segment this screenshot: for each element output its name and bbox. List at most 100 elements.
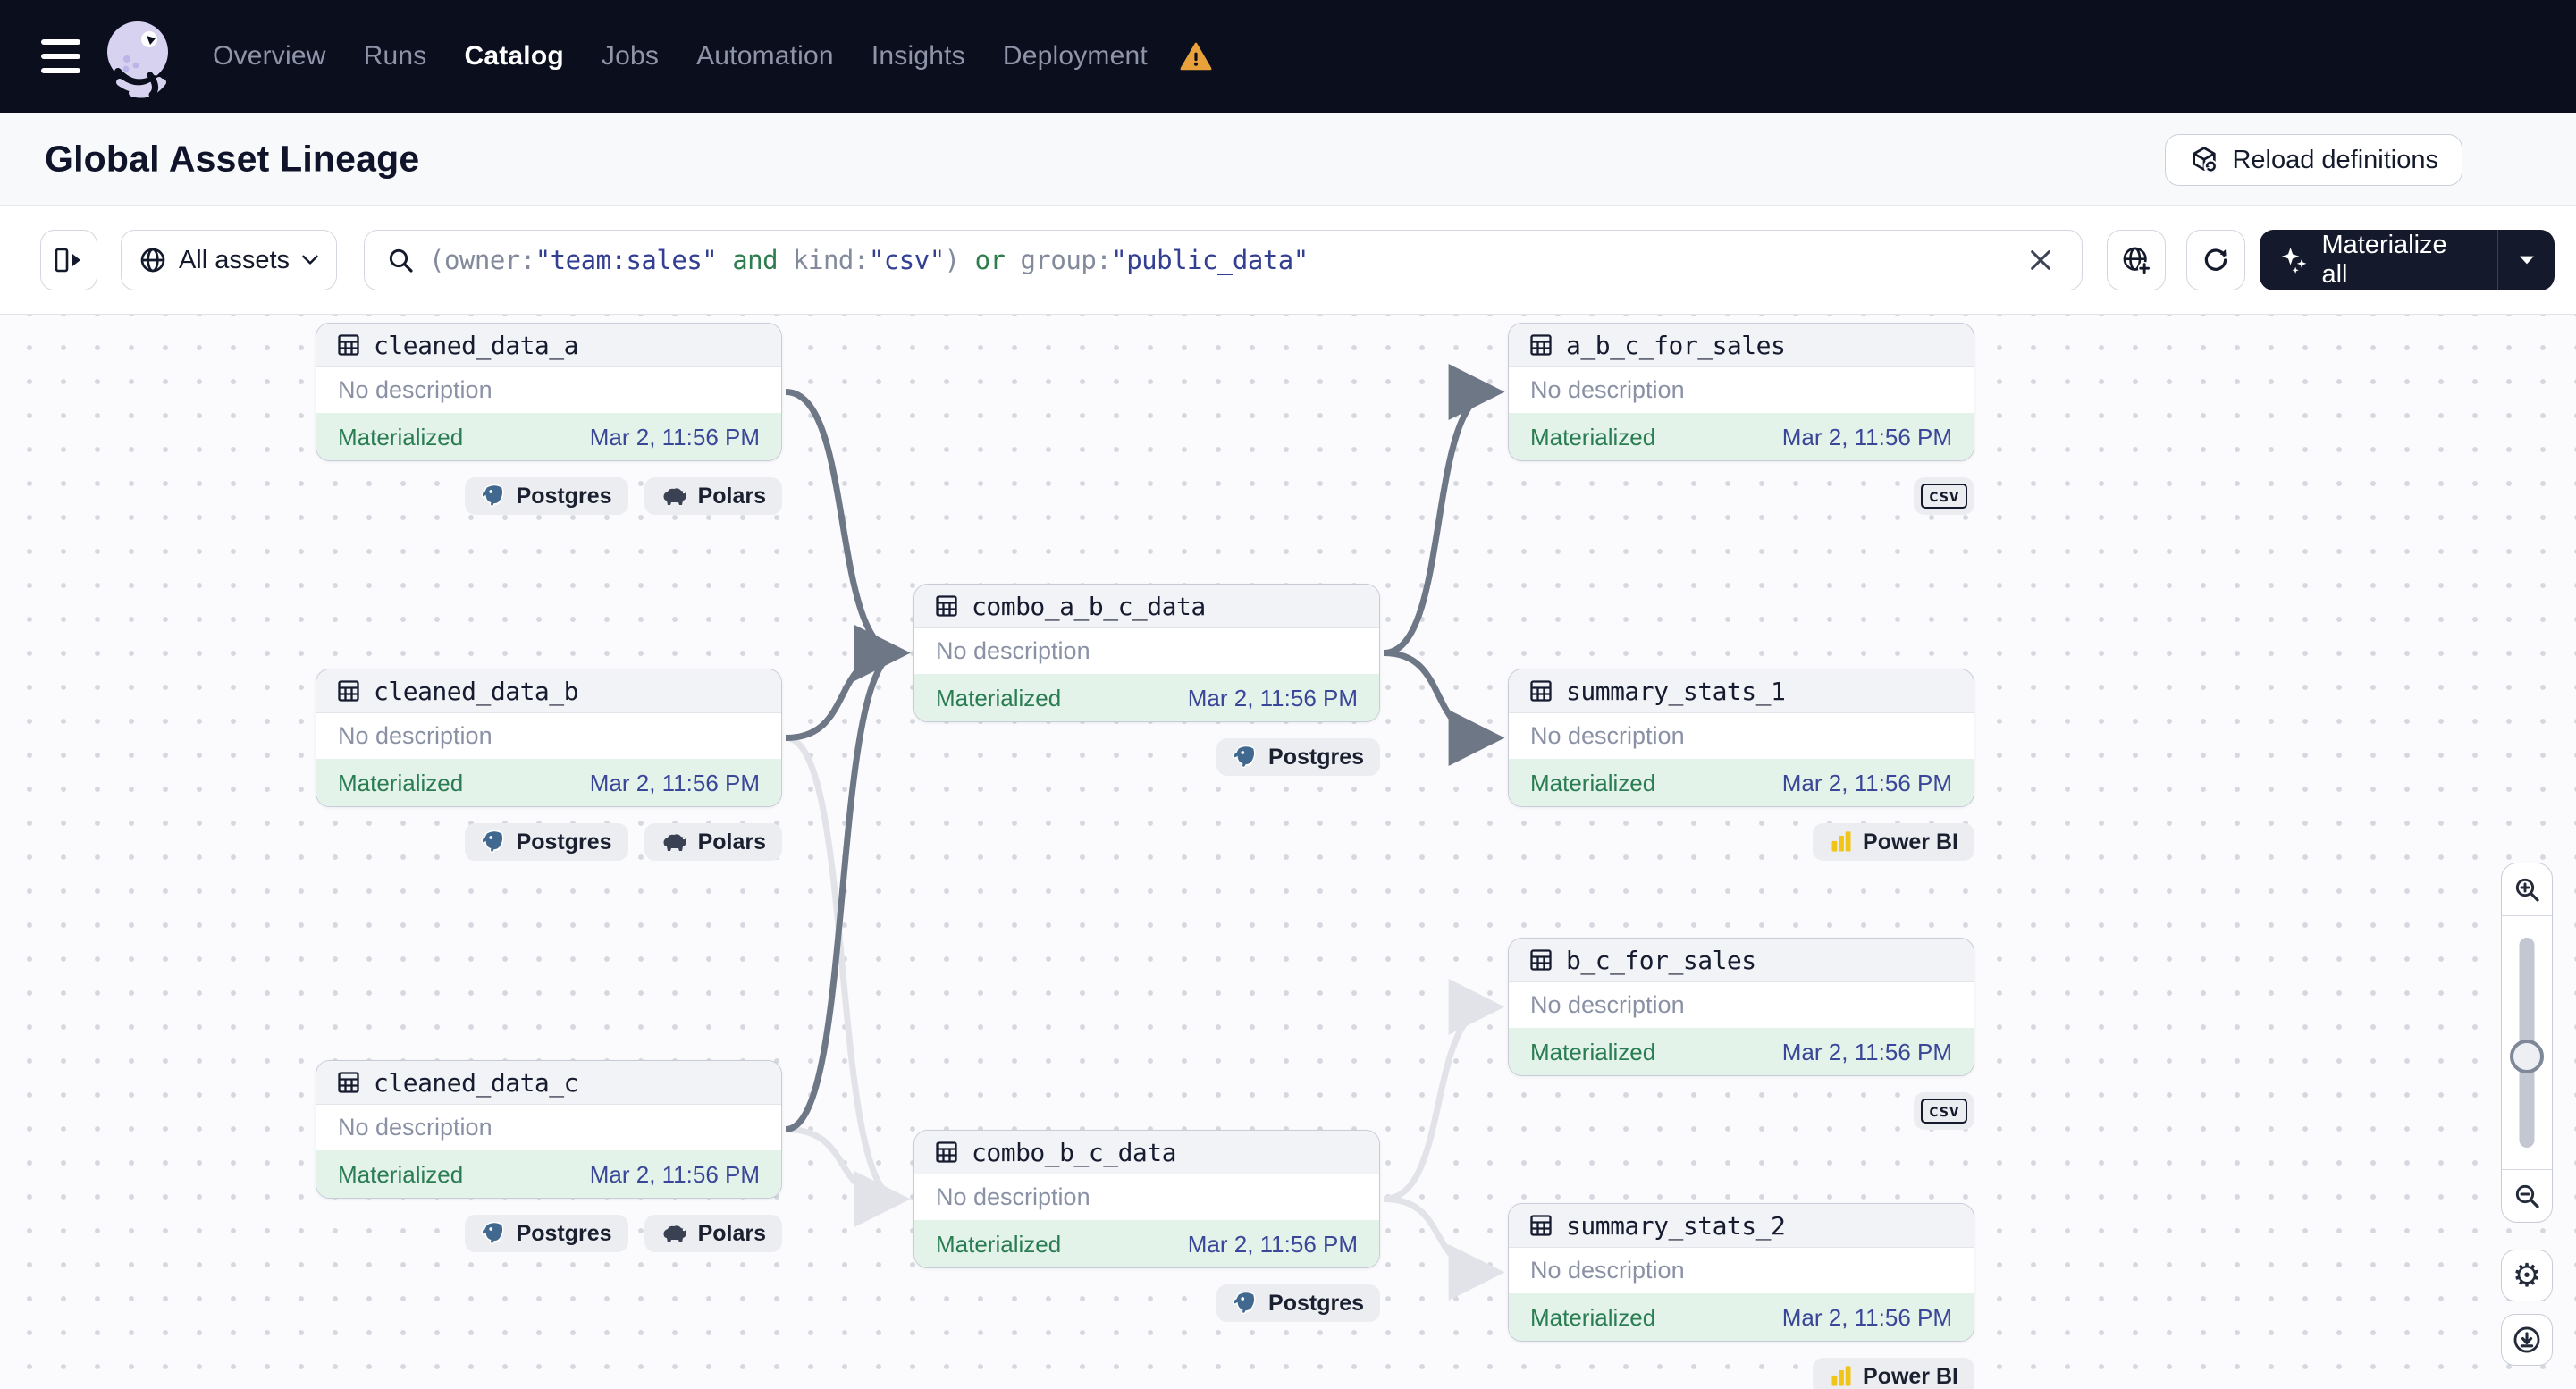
asset-name: cleaned_data_c (374, 1067, 579, 1098)
table-icon (338, 680, 359, 702)
kind-badge-postgres[interactable]: Postgres (464, 477, 628, 515)
asset-kind-badges: Power BI (1508, 823, 1974, 861)
toggle-sidebar-button[interactable] (40, 230, 97, 290)
kind-badge-polars[interactable]: Polars (644, 477, 782, 515)
asset-name: a_b_c_for_sales (1566, 330, 1786, 360)
nav-item-insights[interactable]: Insights (871, 41, 965, 71)
kind-badge-postgres[interactable]: Postgres (1216, 738, 1380, 776)
kind-badge-postgres[interactable]: Postgres (464, 823, 628, 861)
globe-icon (140, 248, 165, 273)
materialization-timestamp: Mar 2, 11:56 PM (1781, 423, 1952, 450)
asset-node-header: combo_a_b_c_data (914, 585, 1379, 628)
zoom-out-button[interactable] (2502, 1170, 2552, 1222)
chevron-down-icon (302, 255, 318, 265)
lineage-edges (785, 364, 1505, 1301)
nav-item-catalog[interactable]: Catalog (464, 41, 564, 71)
materialize-all-split-button: Materialize all (2260, 230, 2555, 290)
lineage-edge-cleaned_data_c-to-combo_a_b_c_data (785, 625, 911, 1132)
status-badge: Materialized (936, 1230, 1062, 1258)
caret-down-icon (2519, 256, 2534, 265)
status-badge: Materialized (338, 1160, 464, 1188)
download-icon (2513, 1326, 2540, 1353)
materialization-timestamp: Mar 2, 11:56 PM (1781, 1303, 1952, 1331)
table-icon (936, 595, 957, 617)
kind-badge-postgres[interactable]: Postgres (1216, 1284, 1380, 1322)
asset-name: combo_b_c_data (972, 1137, 1177, 1167)
kind-badge-label: Polars (697, 1220, 766, 1246)
reload-definitions-label: Reload definitions (2232, 145, 2438, 174)
reload-definitions-button[interactable]: Reload definitions (2165, 134, 2462, 186)
zoom-slider (2502, 915, 2552, 1170)
nav-item-automation[interactable]: Automation (696, 41, 834, 71)
zoom-in-icon (2515, 878, 2539, 902)
polars-icon (663, 488, 686, 505)
asset-node-header: a_b_c_for_sales (1509, 324, 1974, 367)
materialization-timestamp: Mar 2, 11:56 PM (1187, 1230, 1358, 1258)
csv-icon: csv (1920, 1099, 1967, 1124)
kind-badge-powerbi[interactable]: Power BI (1813, 1358, 1974, 1389)
primary-nav: Overview Runs Catalog Jobs Automation Insight… (213, 0, 1212, 113)
asset-kind-badges: Postgres Polars (316, 477, 782, 515)
powerbi-icon (1831, 831, 1851, 852)
asset-node-header: cleaned_data_c (316, 1061, 781, 1105)
lineage-edge-combo_b_c_data-to-summary_stats_2 (1383, 1196, 1505, 1301)
status-badge: Materialized (1530, 1038, 1656, 1065)
nav-item-runs[interactable]: Runs (363, 41, 427, 71)
nav-item-overview[interactable]: Overview (213, 41, 326, 71)
nav-item-deployment[interactable]: Deployment (1002, 41, 1148, 71)
asset-search-input[interactable]: (owner:"team:sales" and kind:"csv") or g… (364, 230, 2083, 290)
lineage-edge-combo_b_c_data-to-b_c_for_sales (1383, 979, 1505, 1202)
asset-name: cleaned_data_a (374, 330, 579, 360)
kind-badge-label: Power BI (1863, 829, 1958, 854)
asset-name: summary_stats_2 (1566, 1210, 1786, 1241)
kind-badge-label: Postgres (516, 829, 612, 854)
asset-kind-badges: Postgres Polars (316, 823, 782, 861)
materialization-timestamp: Mar 2, 11:56 PM (1187, 684, 1358, 711)
kind-badge-label: Postgres (516, 1220, 612, 1246)
kind-badge-powerbi[interactable]: Power BI (1813, 823, 1974, 861)
download-graph-button[interactable] (2501, 1314, 2553, 1366)
asset-description: No description (1530, 722, 1685, 749)
asset-name: combo_a_b_c_data (972, 591, 1206, 621)
save-selection-button[interactable] (2107, 230, 2166, 290)
kind-badge-postgres[interactable]: Postgres (464, 1215, 628, 1252)
asset-description: No description (338, 376, 492, 403)
dagster-logo-icon[interactable] (100, 16, 179, 98)
materialize-options-button[interactable] (2497, 230, 2555, 290)
zoom-in-button[interactable] (2502, 863, 2552, 915)
clear-search-button[interactable] (2021, 240, 2060, 280)
materialize-all-button[interactable]: Materialize all (2260, 230, 2497, 290)
kind-badge-csv[interactable]: csv (1913, 1092, 1974, 1130)
graph-settings-button[interactable]: ⚙ (2501, 1250, 2553, 1301)
nav-item-jobs[interactable]: Jobs (601, 41, 660, 71)
hamburger-menu-icon[interactable] (41, 39, 80, 73)
kind-badge-polars[interactable]: Polars (644, 1215, 782, 1252)
asset-description: No description (1530, 991, 1685, 1018)
deployment-warning-icon[interactable] (1180, 42, 1212, 71)
asset-description: No description (1530, 1257, 1685, 1284)
kind-badge-csv[interactable]: csv (1913, 477, 1974, 515)
refresh-graph-button[interactable] (2186, 230, 2245, 290)
zoom-slider-thumb[interactable] (2510, 1040, 2544, 1073)
lineage-edge-cleaned_data_c-to-combo_b_c_data (785, 1126, 911, 1227)
asset-scope-dropdown[interactable]: All assets (121, 230, 337, 290)
kind-badge-polars[interactable]: Polars (644, 823, 782, 861)
asset-node-header: summary_stats_1 (1509, 669, 1974, 713)
kind-badge-label: Postgres (1268, 744, 1364, 770)
postgres-icon (481, 484, 504, 508)
